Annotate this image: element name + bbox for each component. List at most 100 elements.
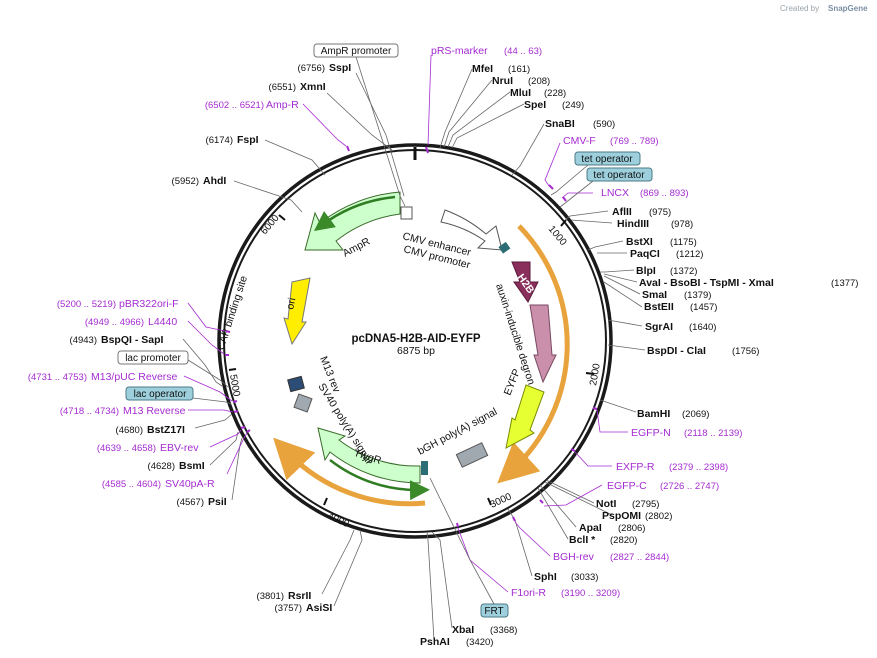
map-title: pcDNA5-H2B-AID-EYFP [351,333,480,345]
site-pos-bstxi: (1175) [670,237,697,248]
site-pos-snabi: (590) [593,119,615,130]
box-lac-promoter-label: lac promoter [125,353,181,364]
primer-lncx: LNCX [601,187,629,199]
box-lac-operator[interactable] [125,386,194,401]
primer-pos-exfp-r: (2379 .. 2398) [669,462,728,473]
site-bstxi: BstXI [626,236,653,248]
primer-l4440: L4440 [148,316,177,328]
backbone-outer-strand [217,143,613,539]
primer-m13puc-reverse: M13/pUC Reverse [91,371,178,383]
site-mfei: MfeI [472,63,493,75]
site-hindiii: HindIII [617,218,649,230]
ampr-arrow[interactable] [304,191,401,251]
ampr-promoter-block[interactable] [400,206,413,220]
site-paqci: PaqCI [630,248,660,260]
primer-marks [225,145,598,528]
site-pos-apai: (2806) [618,523,645,534]
aid-arrow[interactable] [529,304,557,384]
site-pspomi: PspOMI [602,510,641,522]
cmv-arrow[interactable] [440,209,503,251]
eyfp-arrow[interactable] [505,384,545,449]
site-avai-group: AvaI - BsoBI - TspMI - XmaI [639,277,774,289]
primer-leaders [183,54,628,593]
primer-pos-egfp-c: (2726 .. 2747) [660,481,719,492]
primer-pos-f1ori-r: (3190 .. 3209) [561,588,620,599]
site-pos-bcli: (2820) [610,535,637,546]
site-pos-psii: (4567) [177,497,204,508]
box-tet-operator-1[interactable] [574,151,641,166]
primer-labels: pRS-marker (44 .. 63) (6502 .. 6521) Amp… [28,45,743,599]
site-pos-pspomi: (2802) [645,511,672,522]
hygr-arrow[interactable] [317,427,421,484]
bgh-label: bGH poly(A) signal [416,406,499,458]
site-pos-sspi: (6756) [298,63,325,74]
primer-pos-amp-r: (6502 .. 6521) [205,100,264,111]
primer-pos-cmv-f: (769 .. 789) [610,136,659,147]
primer-pos-m13-reverse: (4718 .. 4734) [60,406,119,417]
ori-label: ori [284,297,298,311]
box-ampr-promoter-label: AmpR promoter [321,46,392,57]
site-bstz17i: BstZ17I [147,424,185,436]
site-pos-nrui: (208) [528,76,550,87]
lac-operator-block[interactable] [287,375,305,393]
primer-pos-egfp-n: (2118 .. 2139) [684,428,742,439]
site-apai: ApaI [579,522,602,534]
snapgene-credit: Created by SnapGene [780,4,868,13]
site-pos-mfei: (161) [508,64,530,75]
primer-m13-reverse: M13 Reverse [123,405,186,417]
tick-1000: 1000 [546,224,569,248]
site-sgrai: SgrAI [645,321,673,333]
site-bcli: BclI * [569,534,596,546]
site-bamhi: BamHI [637,408,670,420]
site-pos-blpi: (1372) [670,266,697,277]
site-sphi: SphI [534,571,557,583]
credit-brand: SnapGene [828,4,868,13]
box-frt[interactable] [480,603,509,618]
site-bsmi: BsmI [179,460,205,472]
site-labels: (6756) SspI (6551) XmnI (6174) FspI (595… [70,62,859,648]
primer-exfp-r: EXFP-R [616,461,655,473]
site-noti: NotI [596,498,616,510]
site-smai: SmaI [642,289,667,301]
box-lac-promoter[interactable] [117,350,189,365]
primer-pos-bgh-rev: (2827 .. 2844) [610,552,669,563]
site-pos-bsmi: (4628) [148,461,175,472]
site-pos-avai-group: (1377) [831,278,858,289]
site-xbai: XbaI [452,624,474,636]
map-length: 6875 bp [397,345,435,357]
site-pos-pshai: (3420) [466,637,493,648]
h2b-arrow[interactable] [511,261,539,303]
orf-arc-forward[interactable] [497,224,570,484]
box-tet-operator-1-label: tet operator [581,154,633,165]
primer-amp-r: Amp-R [266,99,299,111]
orf-arc-hygr[interactable] [273,437,426,507]
site-pos-aflii: (975) [649,207,671,218]
site-pos-paqci: (1212) [676,249,703,260]
tet-operator-block[interactable] [498,241,511,254]
primer-pos-lncx: (869 .. 893) [640,188,689,199]
eyfp-label: EYFP [502,367,523,397]
site-fspi: FspI [237,134,259,146]
primer-f1ori-r: F1ori-R [511,587,546,599]
site-pos-bsteii: (1457) [690,302,717,313]
primer-prs-marker: pRS-marker [431,45,488,57]
site-pos-bspqi-sapi: (4943) [70,335,97,346]
box-frt-label: FRT [484,606,503,617]
site-pos-ahdi: (5952) [172,176,199,187]
site-snabi: SnaBI [545,118,575,130]
site-pos-hindiii: (978) [671,219,693,230]
site-pshai: PshAI [420,636,450,648]
site-pos-noti: (2795) [632,499,659,510]
bgh-block[interactable] [455,442,489,468]
box-tet-operator-2[interactable] [586,167,653,182]
primer-pbr322ori-f: pBR322ori-F [119,298,179,310]
credit-prefix: Created by [780,4,819,13]
site-pos-asisi: (3757) [275,603,302,614]
site-pos-fspi: (6174) [206,135,233,146]
ori-arrow[interactable] [283,277,311,346]
primer-pos-m13puc-reverse: (4731 .. 4753) [28,372,87,383]
sv40-block[interactable] [293,393,313,413]
frt-block[interactable] [421,461,428,475]
